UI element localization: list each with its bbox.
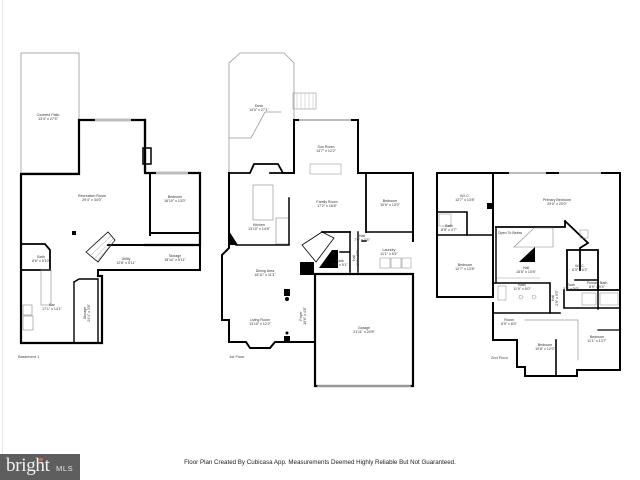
logo-suffix: MLS [56, 464, 74, 473]
floor-label-basement: Basement 1 [18, 354, 40, 359]
logo-wordmark: bright [6, 455, 50, 476]
floor-label-second: 2nd Floor [491, 355, 508, 360]
first-floor-plan [221, 52, 415, 388]
logo-accent-icon [39, 458, 43, 461]
room-label-wic-small: W.I.C.6'3" x 6'2" [572, 263, 588, 272]
basement-plan [19, 52, 202, 345]
room-label-open-to-below: Open To Below [497, 230, 523, 235]
bright-mls-logo: bright MLS [0, 454, 80, 480]
room-label-wic: W.I.C.12'7" x 13'8" [455, 193, 475, 202]
second-floor-plan [436, 172, 621, 377]
floor-label-first: 1st Floor [229, 354, 245, 359]
disclaimer-note: Floor Plan Created By Cubicasa App. Meas… [184, 459, 456, 466]
